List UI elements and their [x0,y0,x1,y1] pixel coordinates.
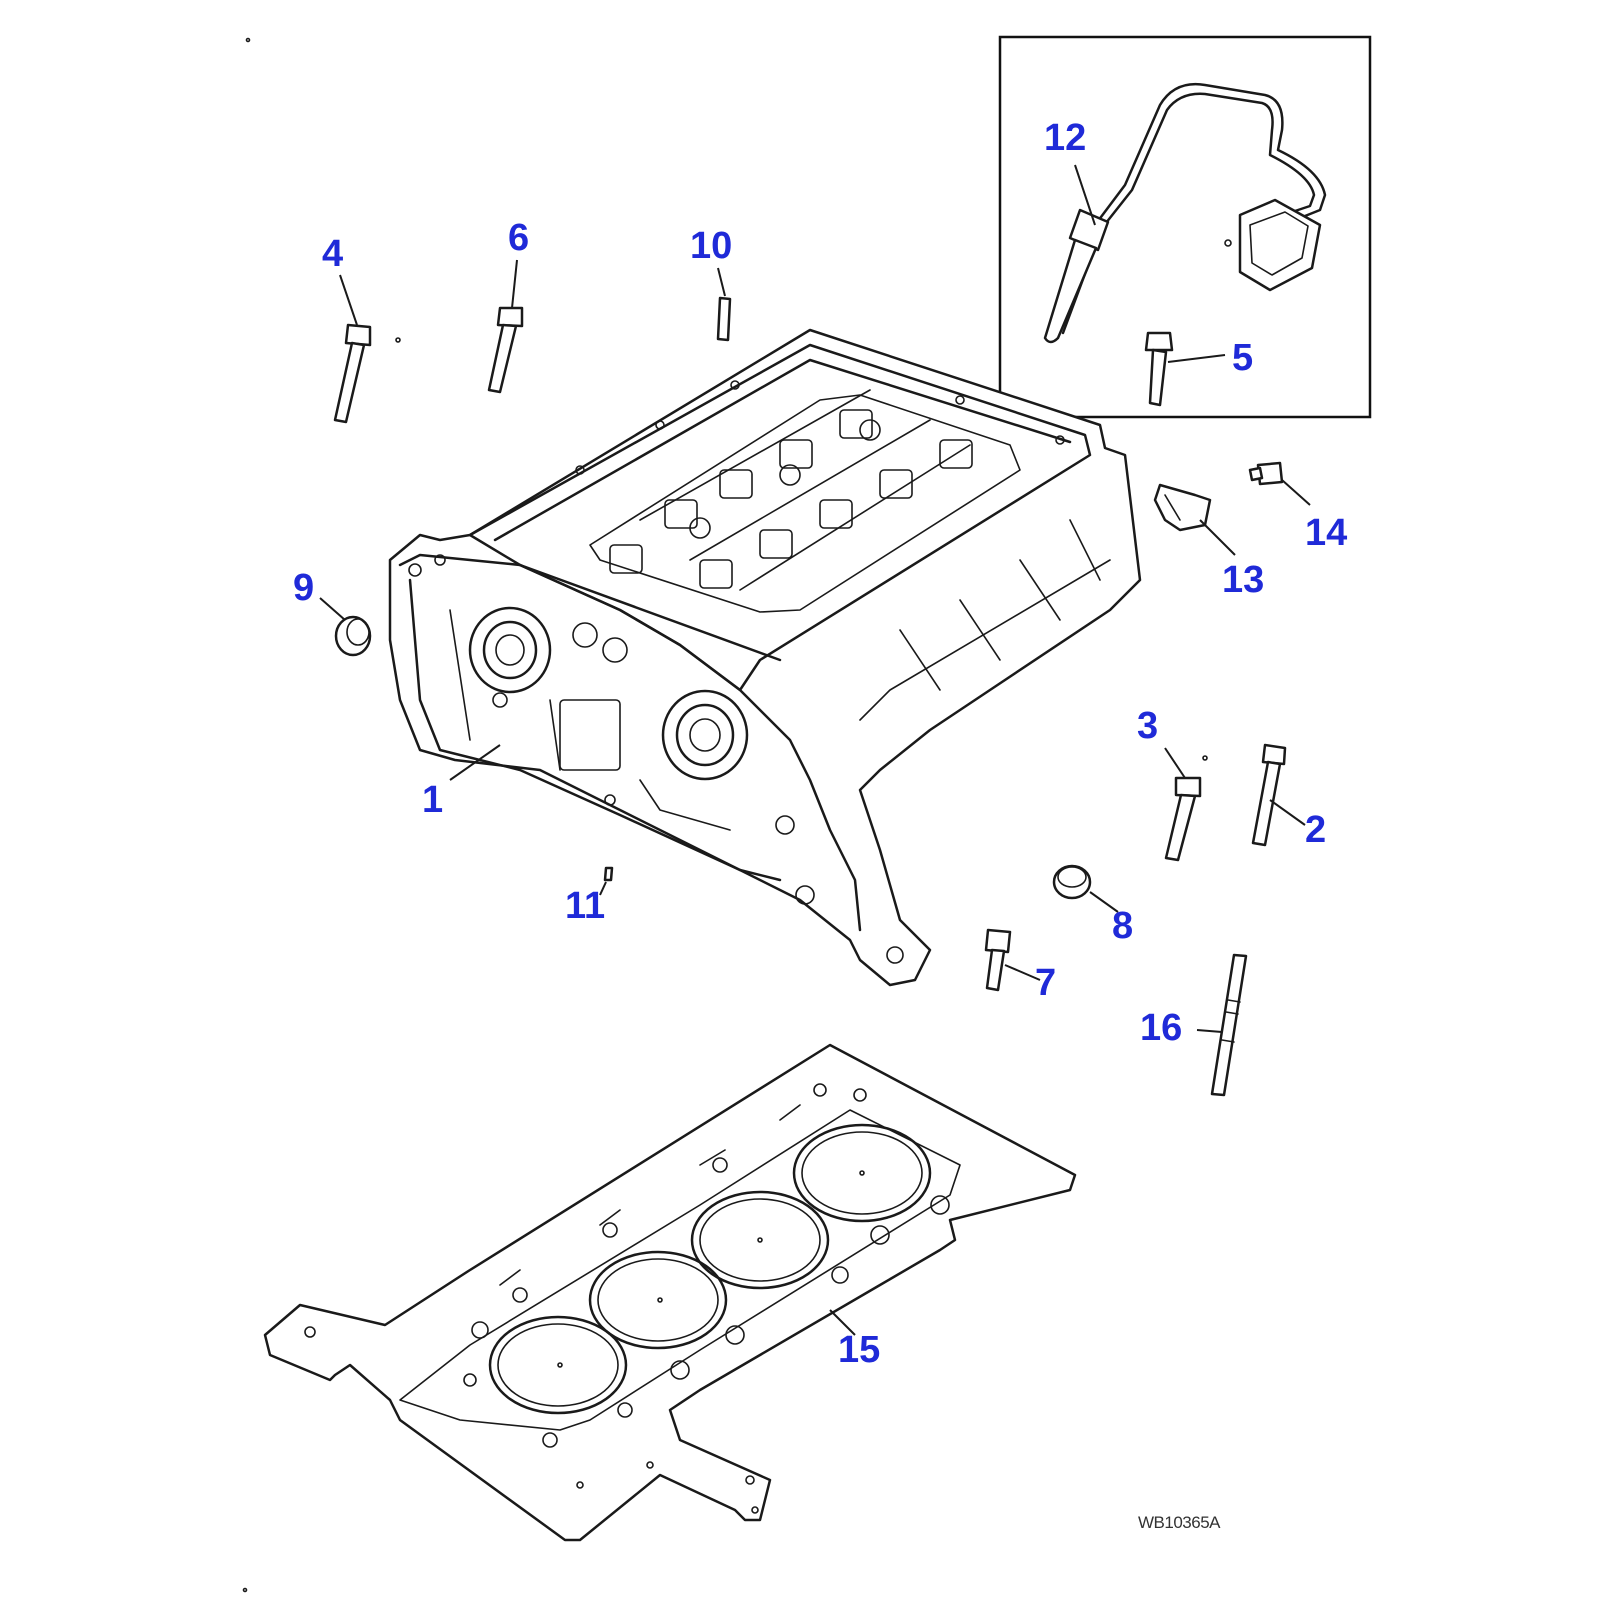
callout-8: 8 [1112,905,1133,947]
inset-panel: 12 5 [998,35,1372,419]
stud-16 [1210,953,1248,1097]
bolt-7 [984,928,1012,992]
callout-14: 14 [1305,512,1347,554]
callout-10: 10 [690,225,732,267]
cylinder-bore-1 [488,1315,628,1415]
bracket-13 [1153,483,1212,532]
plug-8 [1052,864,1092,900]
glow-plug-harness [1043,82,1327,344]
callout-4: 4 [322,233,343,275]
callout-1: 1 [422,779,443,821]
cylinder-bore-4 [792,1123,932,1223]
pin-11 [603,866,614,882]
bolt-3 [1164,776,1202,862]
head-gasket [263,1043,1077,1542]
callout-2: 2 [1305,809,1326,851]
callout-5: 5 [1232,337,1253,379]
cam-bore-right [661,689,749,781]
camshaft-assembly [589,389,1021,613]
callout-16: 16 [1140,1007,1182,1049]
bolt-2 [1251,743,1287,847]
callout-9: 9 [293,567,314,609]
bolt-5 [1144,331,1174,407]
cam-bore-left [468,606,552,694]
cylinder-bore-2 [588,1250,728,1350]
plug-9 [334,615,372,657]
callout-7: 7 [1035,962,1056,1004]
callout-6: 6 [508,217,529,259]
callout-11: 11 [565,885,605,927]
cylinder-bore-3 [690,1190,830,1290]
inset-frame [998,35,1372,419]
bolt-6 [487,306,524,394]
bolt-14 [1248,461,1284,486]
cylinder-head [388,328,1142,987]
callout-15: 15 [838,1329,880,1371]
stud-10 [716,296,732,342]
illustration-reference-code: WB10365A [1138,1513,1221,1532]
bolt-4 [333,323,372,424]
callout-12: 12 [1044,117,1086,159]
callout-13: 13 [1222,559,1264,601]
callout-3: 3 [1137,705,1158,747]
